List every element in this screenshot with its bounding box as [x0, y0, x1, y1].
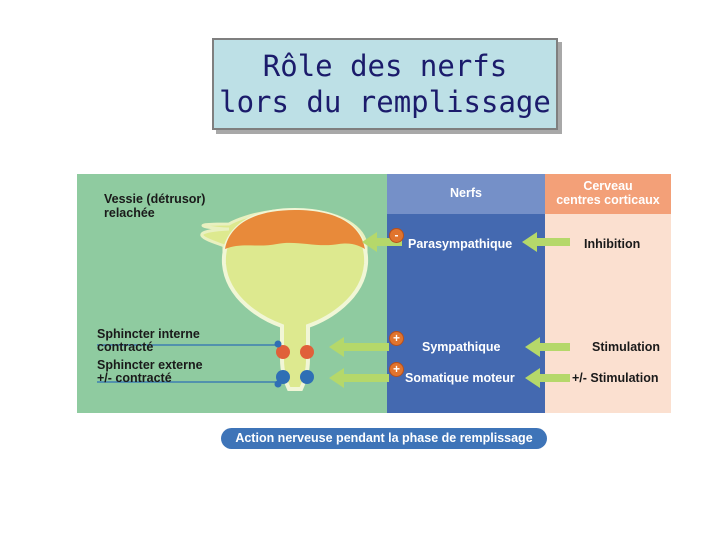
brain-inhibition: Inhibition — [584, 237, 641, 251]
nerve-somatic: Somatique moteur — [405, 371, 515, 385]
detrusor-top — [225, 210, 365, 249]
title-line-1: Rôle des nerfs — [262, 49, 508, 83]
arrow-inhibition — [522, 232, 570, 252]
brain-plus-minus-stimulation: +/- Stimulation — [572, 371, 659, 385]
sphincter-external-dot — [274, 380, 282, 388]
nerves-header-band — [387, 174, 545, 214]
arrow-plus-minus-stimulation — [525, 368, 570, 388]
title-line-2: lors du remplissage — [219, 85, 551, 119]
arrow-stimulation — [525, 337, 570, 357]
sphincter-external-right — [300, 370, 314, 384]
internal-sphincter-label: Sphincter interne contracté — [97, 327, 200, 354]
arrow-parasympathetic — [362, 232, 402, 252]
nerve-arrows — [329, 232, 402, 388]
parasympathetic-sign: - — [389, 228, 404, 243]
nerves-header: Nerfs — [450, 186, 482, 200]
sphincter-internal-left — [276, 345, 290, 359]
sphincter-external-left — [276, 370, 290, 384]
arrow-somatic — [329, 368, 389, 388]
diagram-caption: Action nerveuse pendant la phase de remp… — [221, 428, 547, 449]
nerve-diagram: Vessie (détrusor) relachée Sphincter int… — [77, 174, 671, 413]
brain-stimulation: Stimulation — [592, 340, 661, 354]
arrow-sympathetic — [329, 337, 389, 357]
brain-arrows — [522, 232, 570, 388]
bladder-shape — [221, 207, 369, 391]
nerve-parasympathetic: Parasympathique — [408, 237, 513, 251]
title-box: Rôle des nerfs lors du remplissage — [212, 38, 558, 130]
bladder-illustration — [97, 207, 570, 391]
bladder-label: Vessie (détrusor) relachée — [104, 192, 206, 220]
brain-header-band — [545, 174, 671, 214]
sympathetic-sign: + — [389, 331, 404, 346]
somatic-sign: + — [389, 362, 404, 377]
sphincter-internal-dot — [274, 340, 282, 348]
brain-header: Cerveau centres corticaux — [556, 179, 660, 207]
sphincter-internal-right — [300, 345, 314, 359]
nerve-sympathetic: Sympathique — [422, 340, 501, 354]
external-sphincter-label: Sphincter externe +/- contracté — [97, 358, 203, 385]
